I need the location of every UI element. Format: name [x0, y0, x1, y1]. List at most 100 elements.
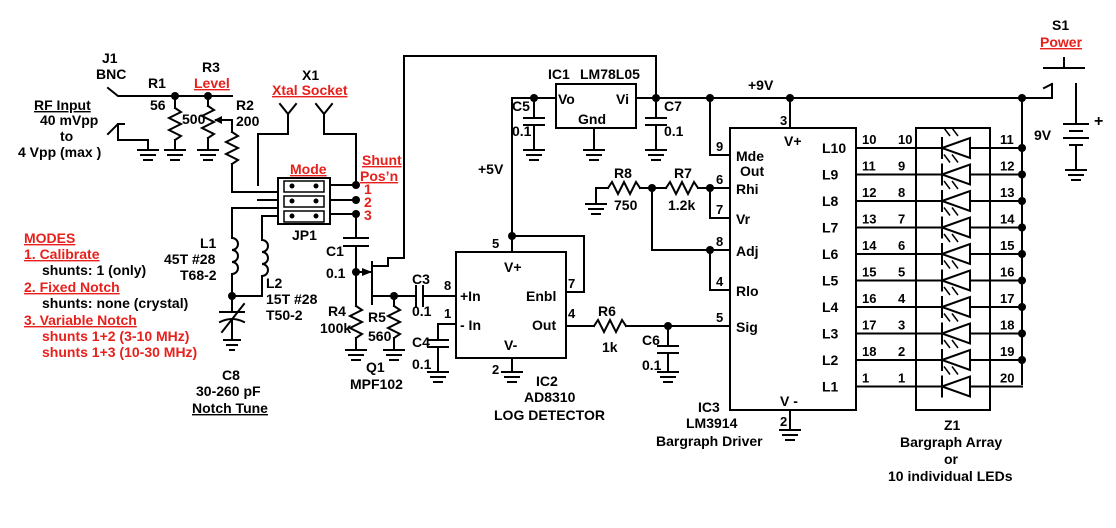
ic3-output-pin: 1 — [862, 371, 869, 386]
r2-ref: R2 — [236, 97, 254, 113]
rf-input-line1: RF Input — [34, 97, 91, 113]
z1-left-pin: 8 — [898, 185, 905, 200]
ic3-output-pin: 17 — [862, 318, 876, 333]
ic2-n5: 5 — [492, 236, 499, 251]
led-emission-arrow — [951, 260, 959, 269]
z1-left-pin: 7 — [898, 212, 905, 227]
l2-core: T50-2 — [266, 307, 303, 323]
l2-turns: 15T #28 — [266, 291, 318, 307]
c1-ref: C1 — [326, 243, 344, 259]
led-emission-arrow — [951, 127, 959, 137]
rf-input-line3: to — [60, 128, 73, 144]
q1-part: MPF102 — [350, 376, 403, 392]
ic3-n2: 2 — [780, 414, 787, 429]
ic3-pin-vp: V+ — [784, 133, 802, 149]
led-diode — [939, 375, 971, 398]
l1-core: T68-2 — [180, 267, 217, 283]
c4-ref: C4 — [412, 334, 430, 350]
modes-heading: MODES — [24, 230, 75, 246]
ic3-output-pin: 18 — [862, 344, 876, 359]
r5-value: 560 — [368, 328, 392, 344]
jp1-ref: JP1 — [292, 227, 317, 243]
inductor-l2 — [231, 215, 269, 297]
z1-desc1: Bargraph Array — [900, 434, 1002, 450]
z1-left-pin: 1 — [898, 371, 905, 386]
z1-right-pin: 15 — [1000, 238, 1014, 253]
ic3-output-label: L9 — [822, 167, 839, 183]
ic3-n8: 8 — [716, 234, 723, 249]
jumper-header-jp1 — [231, 177, 357, 225]
mode3-detail1: shunts 1+2 (3-10 MHz) — [42, 328, 189, 344]
r1-value: 56 — [150, 97, 166, 113]
led-diode — [939, 348, 971, 372]
led-emission-arrow — [943, 233, 951, 243]
z1-left-pin: 10 — [898, 132, 912, 147]
ic3-output-label: L5 — [822, 273, 839, 289]
ic2-n1: 1 — [444, 306, 451, 321]
ic2-pin-enbl: Enbl — [526, 288, 556, 304]
led-emission-arrow — [943, 313, 951, 322]
ic1-lm78l05 — [555, 83, 1053, 161]
led-diode — [939, 322, 971, 345]
r7-value: 1.2k — [668, 197, 695, 213]
led-emission-arrow — [943, 154, 951, 163]
ic2-pin-out: Out — [532, 317, 556, 333]
ic3-output-label: L1 — [822, 379, 839, 395]
ic3-output-pin: 12 — [862, 185, 876, 200]
bnc-connector-j1 — [106, 86, 149, 141]
led-emission-arrow — [951, 366, 959, 375]
rf-input-line4: 4 Vpp (max ) — [18, 144, 101, 160]
r6-value: 1k — [602, 339, 618, 355]
ic3-output-pin: 14 — [862, 238, 877, 253]
led-emission-arrow — [943, 127, 951, 137]
shunt-line2: Pos’n — [360, 168, 398, 184]
ic3-pin-adj: Adj — [736, 243, 759, 259]
ic3-output-label: L2 — [822, 352, 839, 368]
led-diode — [939, 242, 971, 266]
led-diode — [939, 163, 971, 186]
capacitor-c5 — [523, 97, 545, 161]
r3-value: 500 — [182, 111, 206, 127]
rail-5v: +5V — [478, 161, 504, 177]
led-diode — [939, 136, 971, 160]
rf-input-line2: 40 mVpp — [40, 112, 98, 128]
ic3-n9: 9 — [716, 139, 723, 154]
variable-capacitor-c8 — [218, 295, 246, 351]
ic3-pin-mde: Mde — [736, 148, 764, 164]
r2-value: 200 — [236, 113, 260, 129]
s1-ref: S1 — [1052, 17, 1069, 33]
z1-right-pin: 14 — [1000, 212, 1015, 227]
z1-right-pin: 11 — [1000, 132, 1014, 147]
mode3-title: 3. Variable Notch — [24, 312, 137, 328]
l2-ref: L2 — [266, 275, 283, 291]
ic3-n5: 5 — [716, 310, 723, 325]
q1-ref: Q1 — [366, 359, 385, 375]
resistor-r4 — [345, 295, 367, 361]
c4-value: 0.1 — [412, 356, 432, 372]
r1-ref: R1 — [148, 75, 166, 91]
mode-label: Mode — [290, 161, 327, 177]
ic2-ref: IC2 — [536, 373, 558, 389]
ic2-ad8310 — [455, 235, 585, 383]
r4-value: 100k — [320, 320, 351, 336]
z1-desc3: 10 individual LEDs — [888, 468, 1013, 484]
led-emission-arrow — [951, 286, 959, 296]
led-diode — [939, 269, 971, 292]
ic3-output-pin: 10 — [862, 132, 876, 147]
capacitor-c1 — [343, 237, 369, 297]
capacitor-c3 — [393, 285, 457, 307]
ic3-output-label: L6 — [822, 246, 839, 262]
ic3-n4: 4 — [716, 274, 724, 289]
led-emission-arrow — [951, 313, 959, 322]
r8-ref: R8 — [614, 165, 632, 181]
r4-ref: R4 — [328, 303, 346, 319]
c8-ref: C8 — [222, 367, 240, 383]
ic2-pin-in-m: - In — [460, 317, 481, 333]
led-diode — [939, 189, 971, 213]
j1-name: BNC — [96, 66, 126, 82]
ic3-n6: 6 — [716, 172, 723, 187]
potentiometer-r3 — [197, 95, 233, 161]
z1-right-pin: 12 — [1000, 159, 1014, 174]
battery-plus: + — [1094, 113, 1103, 130]
battery-value: 9V — [1034, 127, 1052, 143]
